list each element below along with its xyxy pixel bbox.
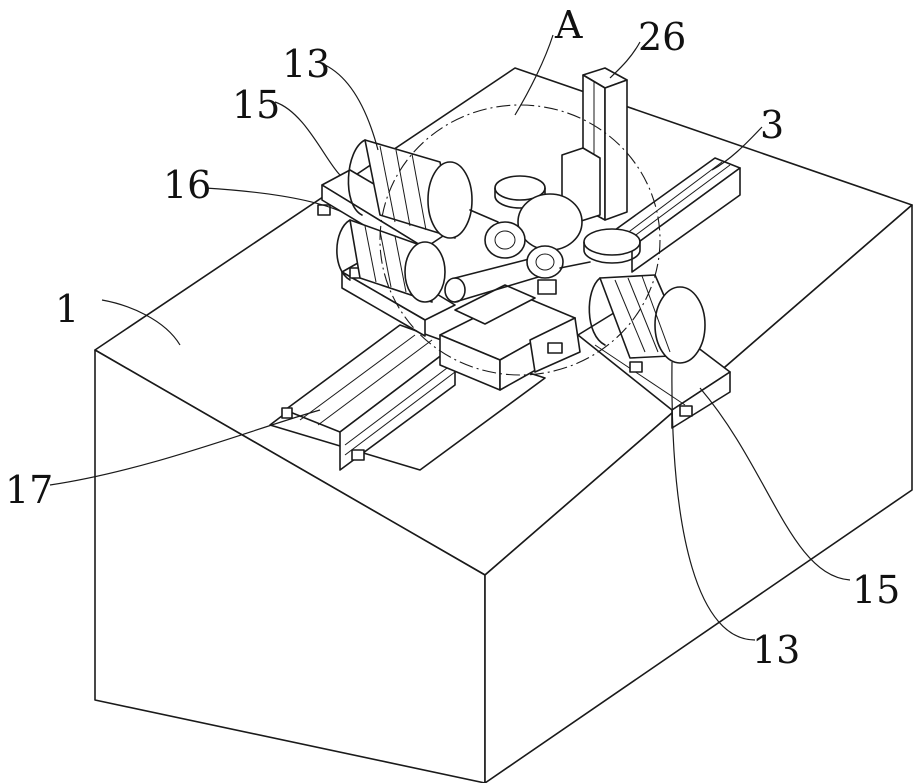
base-block <box>95 68 912 783</box>
column-side <box>605 80 627 220</box>
label-17: 17 <box>5 468 53 512</box>
bolt-head <box>352 450 364 460</box>
label-26: 26 <box>638 15 686 59</box>
bearing-block <box>538 280 556 294</box>
leader-13-upper <box>325 65 378 150</box>
bolt-head <box>680 406 692 416</box>
label-16: 16 <box>163 163 211 207</box>
pulley <box>445 278 465 302</box>
label-13-upper: 13 <box>282 42 330 86</box>
leader-15-upper <box>275 102 340 175</box>
label-3: 3 <box>760 103 784 147</box>
label-A: A <box>554 3 583 47</box>
bolt-head <box>282 408 292 418</box>
drum <box>518 194 582 250</box>
bolt-head <box>548 343 562 353</box>
label-13-lower: 13 <box>752 628 800 672</box>
gear-lower <box>527 246 563 278</box>
gear-left <box>485 222 525 258</box>
label-15-upper: 15 <box>232 83 280 127</box>
motor-end-cap <box>405 242 445 302</box>
right-wheel <box>584 229 640 255</box>
label-15-lower: 15 <box>852 568 900 612</box>
motor-end-cap <box>428 162 472 238</box>
bolt-head <box>630 362 642 372</box>
label-1: 1 <box>55 287 79 331</box>
motor-end-cap <box>655 287 705 363</box>
